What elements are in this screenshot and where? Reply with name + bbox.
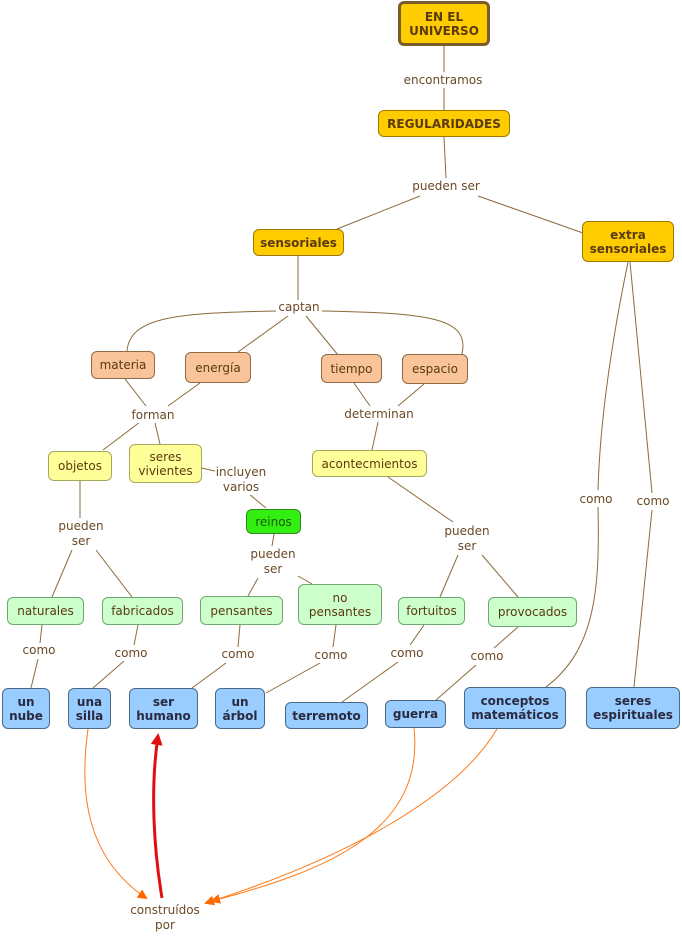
- line-reinos-puedenser: [271, 533, 275, 547]
- arrow-silla-construidos: [84, 728, 148, 900]
- label-determinan: determinan: [344, 407, 414, 422]
- node-fortuitos[interactable]: fortuitos: [398, 597, 465, 625]
- node-objetos[interactable]: objetos: [48, 451, 112, 481]
- line-fortuitos-como: [409, 624, 425, 646]
- line-como-arbol: [265, 662, 321, 694]
- line-captan-materia: [126, 310, 277, 352]
- line-acont-puedenser: [387, 476, 454, 523]
- node-acontecimientos[interactable]: acontecmientos: [312, 450, 427, 477]
- line-naturales-como: [39, 624, 43, 644]
- label-como-extra-1: como: [579, 492, 613, 507]
- label-pueden-ser-objetos: pueden ser: [58, 519, 104, 549]
- label-construidos-por: construídos por: [130, 903, 200, 932]
- line-puedenser-sensoriales: [336, 195, 421, 230]
- node-en-el-universo[interactable]: EN EL UNIVERSO: [398, 1, 490, 46]
- line-captan-espacio: [321, 310, 464, 355]
- label-como-fabricados: como: [114, 646, 148, 661]
- node-reinos[interactable]: reinos: [246, 509, 301, 534]
- line-como1-conceptos: [545, 506, 599, 688]
- node-espacio[interactable]: espacio: [402, 354, 468, 384]
- line-captan-energia: [237, 315, 289, 353]
- node-energia[interactable]: energía: [185, 352, 251, 383]
- node-no-pensantes[interactable]: no pensantes: [298, 584, 382, 625]
- line-regularidades-puedenser: [443, 136, 447, 179]
- line-incluyen-reinos: [248, 493, 267, 509]
- line-puedenser-nopensantes: [297, 575, 313, 585]
- line-como-nube: [30, 658, 39, 689]
- line-puedenser-provocados: [481, 554, 519, 598]
- node-sensoriales[interactable]: sensoriales: [253, 229, 344, 256]
- label-captan: captan: [278, 300, 320, 315]
- line-puedenser-fabricados: [95, 549, 133, 598]
- node-materia[interactable]: materia: [91, 351, 155, 379]
- node-ser-humano[interactable]: ser humano: [129, 688, 198, 729]
- node-un-arbol[interactable]: un árbol: [215, 688, 265, 729]
- line-provocados-como: [493, 626, 519, 649]
- line-como-terremoto: [341, 661, 399, 703]
- node-terremoto[interactable]: terremoto: [285, 702, 368, 729]
- arrow-guerra-construidos: [210, 727, 416, 904]
- line-forman-objetos: [102, 421, 141, 451]
- label-como-fortuitos: como: [390, 646, 424, 661]
- label-pueden-ser-reinos: pueden ser: [250, 547, 296, 577]
- arrow-conceptos-construidos: [204, 728, 498, 906]
- label-como-pensantes: como: [221, 647, 255, 662]
- line-fabricados-como: [133, 624, 139, 646]
- line-como-silla: [92, 660, 125, 689]
- node-naturales[interactable]: naturales: [7, 597, 84, 625]
- label-incluyen-varios: incluyen varios: [215, 465, 267, 495]
- label-forman: forman: [131, 408, 175, 423]
- node-conceptos-matematicos[interactable]: conceptos matemáticos: [464, 687, 566, 729]
- label-como-naturales: como: [22, 643, 56, 658]
- node-seres-espirituales[interactable]: seres espirituales: [586, 687, 680, 729]
- line-como-humano: [191, 662, 227, 689]
- line-puedenser-fortuitos: [439, 554, 459, 598]
- line-determinan-acont: [371, 421, 379, 451]
- line-energia-forman: [167, 382, 201, 407]
- node-seres-vivientes[interactable]: seres vivientes: [129, 444, 202, 483]
- node-fabricados[interactable]: fabricados: [102, 597, 183, 625]
- node-guerra[interactable]: guerra: [385, 700, 446, 728]
- arrow-construidos-humano: [150, 733, 164, 899]
- line-pensantes-como: [237, 624, 241, 648]
- line-nopensantes-como: [332, 624, 337, 648]
- line-captan-tiempo: [305, 315, 339, 356]
- line-materia-forman: [124, 378, 147, 407]
- line-extra-como1: [597, 261, 629, 491]
- node-regularidades[interactable]: REGULARIDADES: [378, 110, 510, 137]
- label-como-extra-2: como: [636, 494, 670, 509]
- line-como-guerra: [435, 664, 477, 701]
- line-extra-como2: [629, 261, 653, 494]
- label-pueden-ser-acont: pueden ser: [444, 524, 490, 554]
- line-seres-incluyen: [200, 467, 216, 472]
- node-un-nube[interactable]: un nube: [2, 688, 50, 729]
- line-como2-espirituales: [633, 509, 653, 688]
- label-pueden-ser-regularidades: pueden ser: [412, 179, 480, 194]
- node-provocados[interactable]: provocados: [488, 597, 577, 627]
- node-tiempo[interactable]: tiempo: [321, 354, 382, 383]
- line-espacio-determinan: [397, 383, 425, 407]
- node-una-silla[interactable]: una silla: [68, 688, 111, 729]
- line-puedenser-extra: [477, 195, 584, 234]
- label-encontramos: encontramos: [403, 73, 483, 88]
- node-extra-sensoriales[interactable]: extra sensoriales: [582, 221, 674, 262]
- line-forman-seres: [154, 422, 161, 445]
- label-como-provocados: como: [470, 649, 504, 664]
- node-pensantes[interactable]: pensantes: [200, 596, 283, 625]
- label-como-no-pensantes: como: [314, 648, 348, 663]
- line-puedenser-pensantes: [247, 577, 259, 597]
- line-puedenser-naturales: [51, 549, 73, 598]
- line-tiempo-determinan: [353, 382, 371, 407]
